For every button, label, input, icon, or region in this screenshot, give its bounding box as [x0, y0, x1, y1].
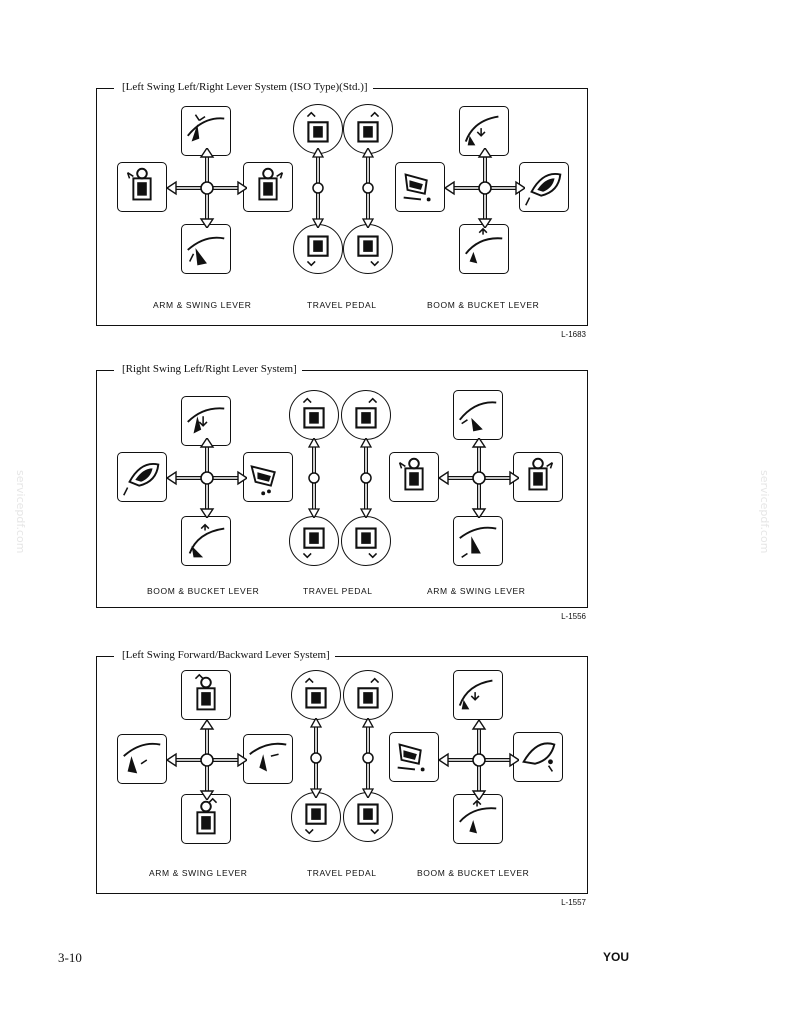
figure-code: L-1683: [561, 330, 586, 339]
boom-raise-icon: [459, 224, 509, 274]
arm-swing-direction-cross: [167, 720, 247, 800]
travel-left-reverse-icon: [293, 224, 343, 274]
arm-out-icon: [453, 390, 503, 440]
travel-pedal-label: TRAVEL PEDAL: [303, 586, 373, 596]
swing-right-icon: [181, 794, 231, 844]
travel-right-reverse-icon: [343, 224, 393, 274]
arm-in-icon: [453, 516, 503, 566]
bucket-curl-icon: [395, 162, 445, 212]
left-lever-label: ARM & SWING LEVER: [149, 868, 248, 878]
swing-right-icon: [513, 452, 563, 502]
watermark-left: servicepdf.com: [14, 470, 27, 554]
travel-left-reverse-icon: [291, 792, 341, 842]
travel-right-forward-icon: [341, 390, 391, 440]
brand-mark: YOU: [603, 950, 630, 964]
panel-title: [Right Swing Left/Right Lever System]: [119, 360, 300, 378]
right-lever-label: ARM & SWING LEVER: [427, 586, 526, 596]
travel-left-pedal-connector: [311, 148, 325, 228]
bucket-dump-icon: [513, 732, 563, 782]
travel-left-forward-icon: [289, 390, 339, 440]
boom-raise-icon: [453, 794, 503, 844]
watermark-right: servicepdf.com: [758, 470, 771, 554]
travel-right-pedal-connector: [361, 718, 375, 798]
control-panel-iso: [Left Swing Left/Right Lever System (ISO…: [96, 78, 588, 326]
swing-left-icon: [117, 162, 167, 212]
panel-title: [Left Swing Forward/Backward Lever Syste…: [119, 646, 333, 664]
figure-code: L-1556: [561, 612, 586, 621]
travel-left-reverse-icon: [289, 516, 339, 566]
bucket-curl-icon: [243, 452, 293, 502]
travel-left-pedal-connector: [307, 438, 321, 518]
bucket-curl-icon: [389, 732, 439, 782]
arm-in-icon: [181, 224, 231, 274]
right-lever-label: BOOM & BUCKET LEVER: [427, 300, 540, 310]
travel-right-pedal-connector: [359, 438, 373, 518]
travel-right-reverse-icon: [341, 516, 391, 566]
travel-right-forward-icon: [343, 670, 393, 720]
boom-bucket-direction-cross: [439, 720, 519, 800]
swing-left-icon: [389, 452, 439, 502]
travel-right-pedal-connector: [361, 148, 375, 228]
boom-lower-icon: [181, 396, 231, 446]
arm-out-icon: [181, 106, 231, 156]
bucket-dump-icon: [117, 452, 167, 502]
boom-bucket-direction-cross: [167, 438, 247, 518]
travel-pedal-label: TRAVEL PEDAL: [307, 300, 377, 310]
arm-in-icon: [243, 734, 293, 784]
control-panel-forward-backward: [Left Swing Forward/Backward Lever Syste…: [96, 646, 588, 894]
boom-lower-icon: [453, 670, 503, 720]
boom-lower-icon: [459, 106, 509, 156]
page-number: 3-10: [58, 950, 82, 965]
travel-left-forward-icon: [291, 670, 341, 720]
travel-pedal-label: TRAVEL PEDAL: [307, 868, 377, 878]
bucket-dump-icon: [519, 162, 569, 212]
swing-right-icon: [243, 162, 293, 212]
arm-swing-direction-cross: [439, 438, 519, 518]
travel-right-forward-icon: [343, 104, 393, 154]
swing-left-icon: [181, 670, 231, 720]
right-lever-label: BOOM & BUCKET LEVER: [417, 868, 530, 878]
figure-code: L-1557: [561, 898, 586, 907]
arm-out-icon: [117, 734, 167, 784]
left-lever-label: BOOM & BUCKET LEVER: [147, 586, 260, 596]
arm-swing-direction-cross: [167, 148, 247, 228]
left-lever-label: ARM & SWING LEVER: [153, 300, 252, 310]
travel-right-reverse-icon: [343, 792, 393, 842]
travel-left-forward-icon: [293, 104, 343, 154]
boom-raise-icon: [181, 516, 231, 566]
control-panel-right-swing: [Right Swing Left/Right Lever System] BO…: [96, 360, 588, 608]
travel-left-pedal-connector: [309, 718, 323, 798]
boom-bucket-direction-cross: [445, 148, 525, 228]
panel-title: [Left Swing Left/Right Lever System (ISO…: [119, 78, 371, 96]
